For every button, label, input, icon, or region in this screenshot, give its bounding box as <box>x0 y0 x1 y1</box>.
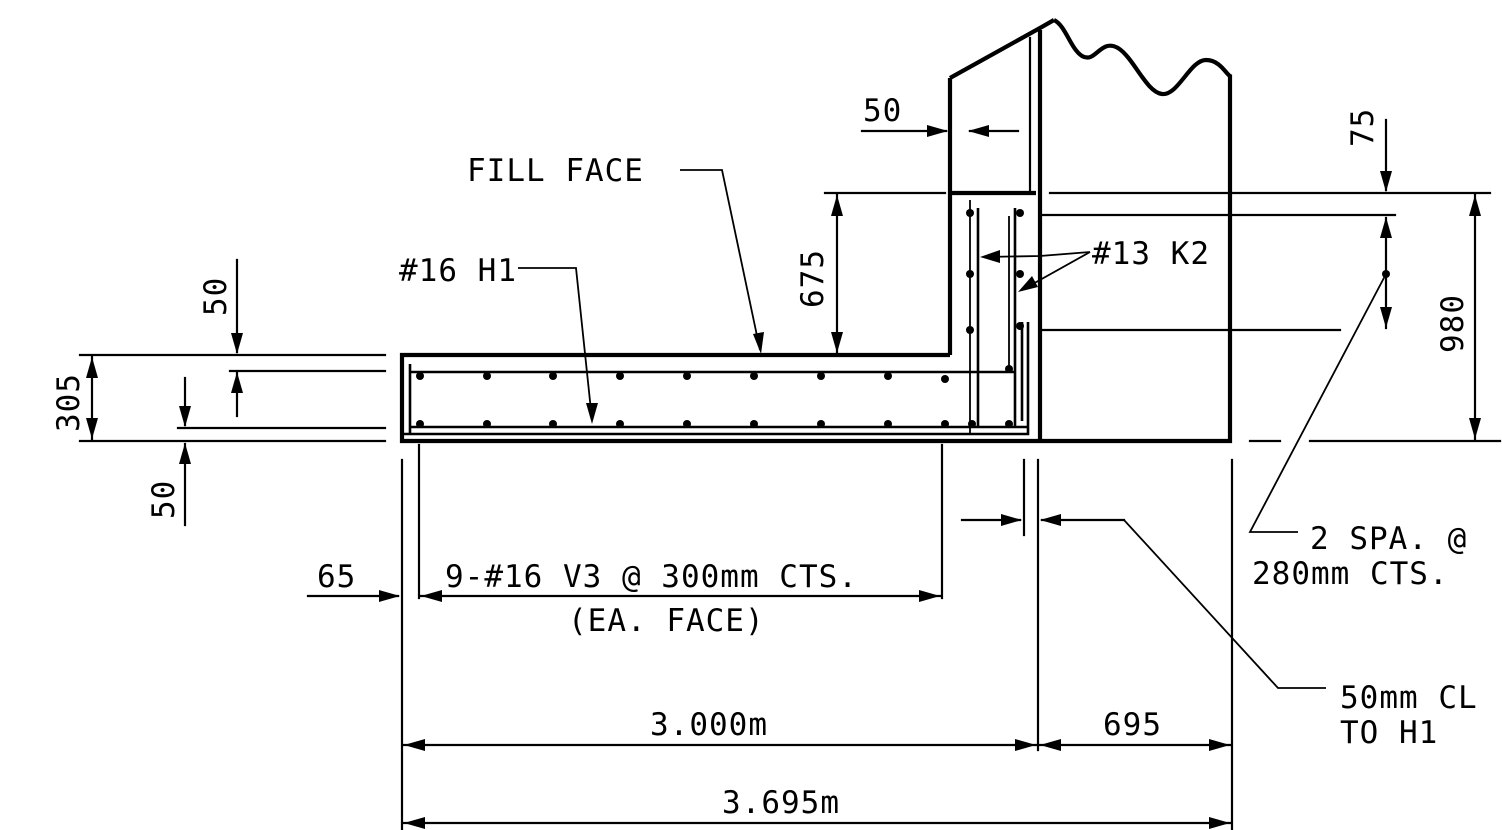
dim-675: 675 <box>795 249 831 308</box>
bar-dot <box>968 420 976 428</box>
bar-dot <box>549 420 557 428</box>
dim-305: 305 <box>51 373 87 432</box>
existing-structure-break-line <box>1040 18 1233 444</box>
dim-3695: 3.695m <box>722 785 840 821</box>
reinforcement <box>402 200 1030 436</box>
bar-dot <box>416 372 424 380</box>
bar-dot <box>616 372 624 380</box>
bar-dot <box>750 372 758 380</box>
bar-dot <box>941 420 949 428</box>
footing-outline <box>399 352 1040 444</box>
bar-dot <box>884 372 892 380</box>
bar-dot <box>817 372 825 380</box>
leaders <box>518 169 1091 424</box>
wall-cover-dim: 50 <box>863 93 902 129</box>
concrete-outline <box>399 18 1233 444</box>
bar-dot <box>966 270 974 278</box>
wall-top-edge <box>948 18 1056 80</box>
bar-dot <box>549 372 557 380</box>
v3-each-face-note: (EA. FACE) <box>568 603 765 639</box>
bar-dot <box>941 375 949 383</box>
labels: FILL FACE #16 H1 #13 K2 50 75 675 980 30… <box>51 93 1478 821</box>
k2-spacing-line2: 280mm CTS. <box>1252 556 1449 592</box>
wall-vertical-bar-2 <box>402 322 1030 436</box>
dim-980: 980 <box>1435 294 1471 353</box>
k2-bar-label: #13 K2 <box>1092 236 1210 272</box>
slab-bar-dots <box>416 365 1013 428</box>
v3-spacing-label: 9-#16 V3 @ 300mm CTS. <box>445 559 858 595</box>
dim-75: 75 <box>1345 108 1381 147</box>
dimension-lines <box>78 118 1502 830</box>
bar-dot <box>884 420 892 428</box>
bar-dot <box>1016 270 1024 278</box>
bar-dot <box>683 372 691 380</box>
dim-top-cover: 50 <box>198 277 234 316</box>
bar-dot <box>966 209 974 217</box>
bar-dot <box>616 420 624 428</box>
wall-bar-dots <box>966 209 1024 334</box>
bar-dot <box>416 420 424 428</box>
dim-3000: 3.000m <box>650 707 768 743</box>
bar-dot <box>1016 209 1024 217</box>
bar-dot <box>1016 322 1024 330</box>
fill-face-label: FILL FACE <box>467 153 644 189</box>
bar-dot <box>750 420 758 428</box>
h1-bar-label: #16 H1 <box>399 253 517 289</box>
k2-spacing-line1: 2 SPA. @ <box>1310 521 1467 557</box>
bar-dot <box>483 420 491 428</box>
clear-note-line2: TO H1 <box>1340 715 1438 751</box>
dim-bottom-cover: 50 <box>146 480 182 519</box>
bar-dot <box>683 420 691 428</box>
bar-dot <box>1005 365 1013 373</box>
bar-dot <box>966 326 974 334</box>
dim-695: 695 <box>1103 707 1162 743</box>
bar-dot <box>1005 420 1013 428</box>
bar-dot <box>817 420 825 428</box>
clear-note-line1: 50mm CL <box>1340 680 1478 716</box>
dim-65: 65 <box>317 559 356 595</box>
bar-dot <box>483 372 491 380</box>
